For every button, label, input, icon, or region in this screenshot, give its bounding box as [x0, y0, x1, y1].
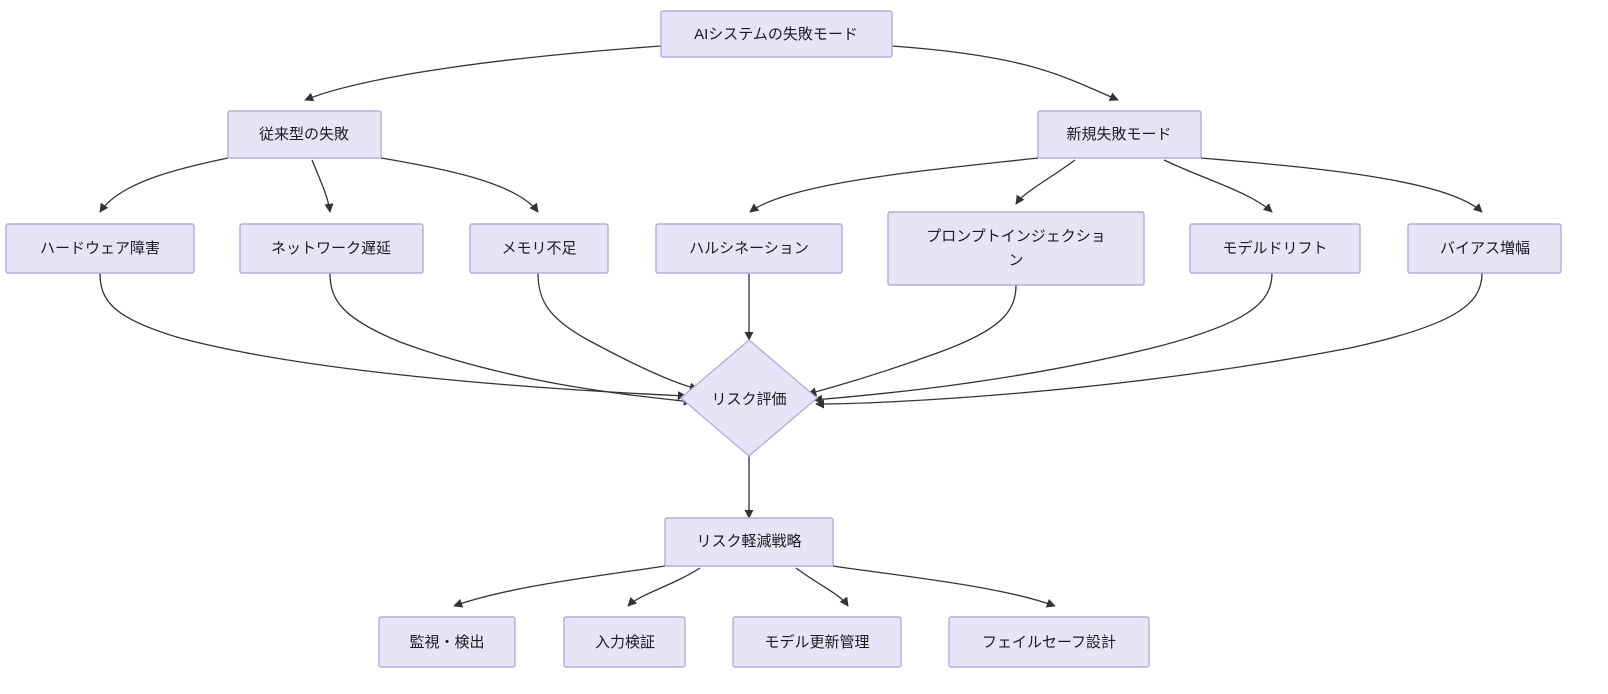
- node-root-shape[interactable]: [660, 10, 893, 58]
- node-hallucination[interactable]: ハルシネーション: [655, 223, 843, 274]
- edge-model-drift-risk: [813, 272, 1273, 404]
- node-prompt-injection-label-line2: ン: [1008, 252, 1023, 269]
- node-hardware-shape[interactable]: [5, 223, 195, 274]
- node-network[interactable]: ネットワーク遅延: [239, 223, 424, 274]
- node-network-label: ネットワーク遅延: [271, 240, 391, 257]
- node-monitoring-label: 監視・検出: [409, 634, 484, 651]
- node-hallucination-shape[interactable]: [655, 223, 843, 274]
- node-bias-amp-label: バイアス増幅: [1440, 240, 1530, 257]
- edge-mitigation-monitoring: [453, 565, 666, 608]
- edge-novel-model-drift: [1163, 159, 1273, 213]
- edge-bias-amp-risk: [815, 272, 1483, 409]
- node-bias-amp-shape[interactable]: [1407, 223, 1562, 274]
- node-novel[interactable]: 新規失敗モード: [1037, 110, 1202, 159]
- node-novel-shape[interactable]: [1037, 110, 1202, 159]
- node-root-label: AIシステムの失敗モード: [694, 26, 858, 43]
- node-mitigation-shape[interactable]: [664, 517, 834, 567]
- edge-traditional-hardware: [99, 157, 229, 213]
- edge-memory-risk: [537, 272, 699, 392]
- edge-traditional-network: [311, 159, 334, 213]
- edge-novel-bias-amp: [1200, 157, 1483, 213]
- node-input-validation-label: 入力検証: [595, 634, 655, 651]
- edge-root-novel: [891, 45, 1119, 101]
- edge-layer: [99, 45, 1483, 608]
- node-update-mgmt-shape[interactable]: [732, 616, 902, 668]
- node-failsafe-shape[interactable]: [948, 616, 1150, 668]
- node-prompt-injection-label-line1: プロンプトインジェクショ: [926, 228, 1106, 245]
- node-memory-shape[interactable]: [469, 223, 609, 274]
- edge-prompt-injection-risk: [807, 284, 1017, 397]
- node-traditional-label: 従来型の失敗: [259, 126, 349, 143]
- node-input-validation-shape[interactable]: [563, 616, 686, 668]
- node-monitoring[interactable]: 監視・検出: [378, 616, 516, 668]
- node-root[interactable]: AIシステムの失敗モード: [660, 10, 893, 58]
- node-hardware[interactable]: ハードウェア障害: [5, 223, 195, 274]
- node-input-validation[interactable]: 入力検証: [563, 616, 686, 668]
- node-traditional[interactable]: 従来型の失敗: [227, 110, 382, 159]
- node-monitoring-shape[interactable]: [378, 616, 516, 668]
- node-mitigation[interactable]: リスク軽減戦略: [664, 517, 834, 567]
- node-failsafe-label: フェイルセーフ設計: [982, 634, 1116, 651]
- edge-mitigation-update-mgmt: [795, 567, 849, 607]
- edge-novel-prompt-injection: [1015, 159, 1076, 205]
- node-hallucination-label: ハルシネーション: [689, 240, 809, 257]
- edge-mitigation-failsafe: [832, 565, 1056, 608]
- edge-mitigation-input-validation: [627, 567, 701, 607]
- node-novel-label: 新規失敗モード: [1066, 126, 1171, 143]
- node-hardware-label: ハードウェア障害: [40, 239, 160, 257]
- node-update-mgmt-label: モデル更新管理: [764, 633, 869, 651]
- node-memory-label: メモリ不足: [501, 240, 576, 257]
- node-risk-assessment-label: リスク評価: [711, 391, 786, 408]
- node-model-drift-shape[interactable]: [1189, 223, 1361, 274]
- node-model-drift-label: モデルドリフト: [1222, 239, 1327, 257]
- node-network-shape[interactable]: [239, 223, 424, 274]
- edge-traditional-memory: [380, 157, 539, 213]
- node-update-mgmt[interactable]: モデル更新管理: [732, 616, 902, 668]
- edge-novel-hallucination: [749, 157, 1039, 213]
- node-prompt-injection-shape[interactable]: [887, 211, 1145, 286]
- node-risk-assessment[interactable]: リスク評価: [679, 339, 819, 457]
- edge-root-traditional: [304, 45, 662, 102]
- edge-hardware-risk: [99, 272, 687, 401]
- node-mitigation-label: リスク軽減戦略: [696, 533, 801, 550]
- node-bias-amp[interactable]: バイアス増幅: [1407, 223, 1562, 274]
- node-layer: AIシステムの失敗モード 従来型の失敗 新規失敗モード ハードウェア障害 ネット…: [5, 10, 1562, 668]
- node-memory[interactable]: メモリ不足: [469, 223, 609, 274]
- edge-network-risk: [329, 272, 693, 406]
- node-failsafe[interactable]: フェイルセーフ設計: [948, 616, 1150, 668]
- node-traditional-shape[interactable]: [227, 110, 382, 159]
- node-model-drift[interactable]: モデルドリフト: [1189, 223, 1361, 274]
- node-prompt-injection[interactable]: プロンプトインジェクショ ン: [887, 211, 1145, 286]
- node-risk-assessment-shape[interactable]: [679, 339, 819, 457]
